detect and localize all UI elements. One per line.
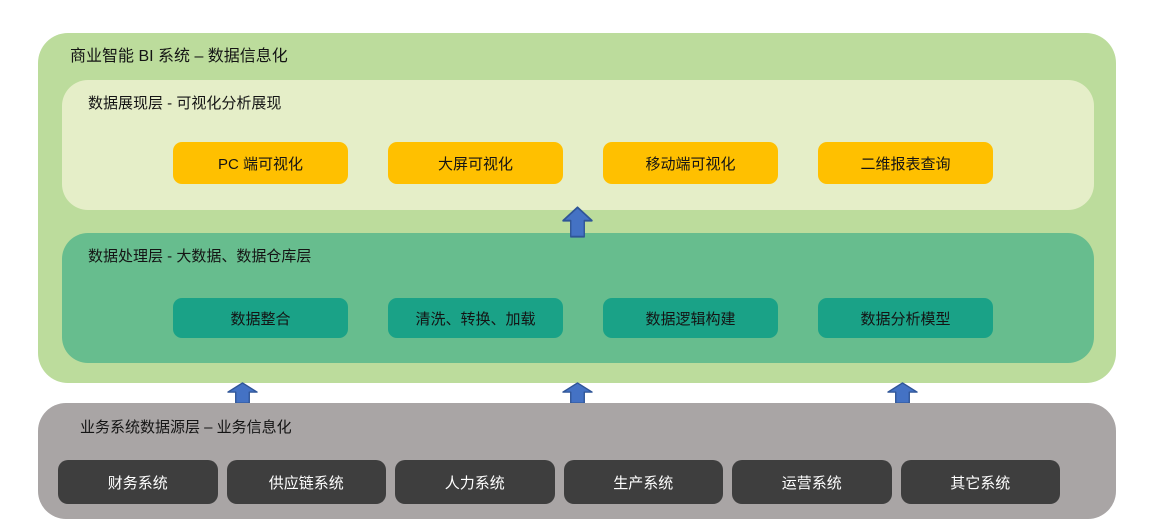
source-box-hr: 人力系统 bbox=[395, 460, 555, 504]
processing-box-logic: 数据逻辑构建 bbox=[603, 298, 778, 338]
source-box-row: 财务系统 供应链系统 人力系统 生产系统 运营系统 其它系统 bbox=[58, 460, 1060, 504]
processing-box-integration: 数据整合 bbox=[173, 298, 348, 338]
processing-layer: 数据处理层 - 大数据、数据仓库层 数据整合 清洗、转换、加载 数据逻辑构建 数… bbox=[62, 233, 1094, 363]
presentation-box-row: PC 端可视化 大屏可视化 移动端可视化 二维报表查询 bbox=[173, 142, 993, 184]
source-box-operations: 运营系统 bbox=[732, 460, 892, 504]
bi-system-container: 商业智能 BI 系统 – 数据信息化 数据展现层 - 可视化分析展现 PC 端可… bbox=[38, 33, 1116, 383]
up-arrow-icon bbox=[562, 382, 593, 404]
up-arrow-icon bbox=[562, 206, 593, 238]
source-box-supplychain: 供应链系统 bbox=[226, 460, 386, 504]
source-layer: 业务系统数据源层 – 业务信息化 财务系统 供应链系统 人力系统 生产系统 运营… bbox=[38, 403, 1116, 519]
presentation-layer-title: 数据展现层 - 可视化分析展现 bbox=[88, 95, 282, 112]
source-box-other: 其它系统 bbox=[900, 460, 1060, 504]
presentation-box-report: 二维报表查询 bbox=[818, 142, 993, 184]
presentation-box-bigscreen: 大屏可视化 bbox=[388, 142, 563, 184]
processing-box-etl: 清洗、转换、加载 bbox=[388, 298, 563, 338]
processing-box-row: 数据整合 清洗、转换、加载 数据逻辑构建 数据分析模型 bbox=[173, 298, 993, 338]
bi-system-title: 商业智能 BI 系统 – 数据信息化 bbox=[70, 48, 288, 65]
up-arrow-icon bbox=[227, 382, 258, 404]
source-box-production: 生产系统 bbox=[563, 460, 723, 504]
source-layer-title: 业务系统数据源层 – 业务信息化 bbox=[80, 419, 292, 436]
presentation-box-pc: PC 端可视化 bbox=[173, 142, 348, 184]
processing-box-model: 数据分析模型 bbox=[818, 298, 993, 338]
presentation-layer: 数据展现层 - 可视化分析展现 PC 端可视化 大屏可视化 移动端可视化 二维报… bbox=[62, 80, 1094, 210]
presentation-box-mobile: 移动端可视化 bbox=[603, 142, 778, 184]
up-arrow-icon bbox=[887, 382, 918, 404]
processing-layer-title: 数据处理层 - 大数据、数据仓库层 bbox=[88, 248, 312, 265]
source-box-finance: 财务系统 bbox=[58, 460, 218, 504]
